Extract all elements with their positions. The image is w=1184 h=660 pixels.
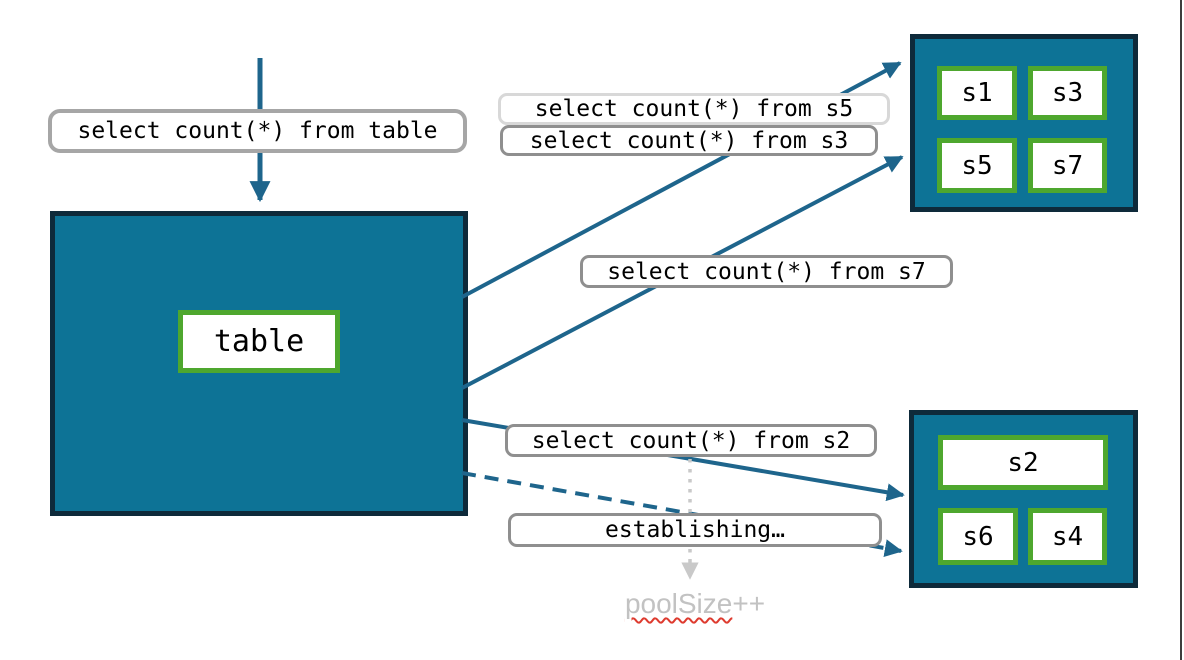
table-chip-label: table: [213, 324, 305, 359]
query-pill-from-table: select count(*) from table: [48, 109, 467, 153]
shard-group-top: s1 s3 s5 s7: [910, 34, 1138, 212]
query-text-from-table: select count(*) from table: [77, 118, 438, 144]
query-pill-from-s5: select count(*) from s5: [498, 93, 890, 125]
shard-group-bottom: s2 s6 s4: [909, 410, 1138, 588]
slide-edge-line: [1180, 0, 1182, 660]
query-pill-from-s2: select count(*) from s2: [505, 424, 877, 457]
shard-chip-s4: s4: [1028, 508, 1107, 565]
shard-label-s6: s6: [962, 521, 994, 552]
poolsize-word: poolSize: [624, 588, 733, 619]
status-pill-establishing: establishing…: [508, 513, 882, 547]
query-text-from-s7: select count(*) from s7: [607, 258, 926, 285]
query-text-from-s3: select count(*) from s3: [529, 127, 849, 154]
shard-chip-s3: s3: [1028, 66, 1107, 120]
query-text-from-s5: select count(*) from s5: [534, 96, 854, 122]
shard-label-s2: s2: [1007, 447, 1039, 478]
shard-chip-s7: s7: [1028, 138, 1107, 193]
table-node: table: [50, 211, 468, 516]
query-pill-from-s7: select count(*) from s7: [580, 255, 953, 288]
poolsize-label: poolSize++: [600, 588, 790, 620]
status-text-establishing: establishing…: [604, 517, 785, 543]
shard-label-s4: s4: [1051, 521, 1084, 552]
shard-chip-s6: s6: [938, 508, 1018, 565]
shard-label-s1: s1: [961, 78, 993, 108]
shard-chip-s1: s1: [937, 66, 1017, 120]
shard-label-s5: s5: [961, 150, 993, 181]
poolsize-suffix: ++: [732, 588, 766, 619]
shard-chip-s2: s2: [938, 435, 1108, 490]
shard-label-s3: s3: [1051, 78, 1084, 108]
query-pill-from-s3: select count(*) from s3: [500, 125, 878, 156]
shard-label-s7: s7: [1051, 150, 1084, 181]
table-chip: table: [178, 310, 340, 373]
shard-chip-s5: s5: [937, 138, 1017, 193]
query-text-from-s2: select count(*) from s2: [531, 427, 851, 454]
